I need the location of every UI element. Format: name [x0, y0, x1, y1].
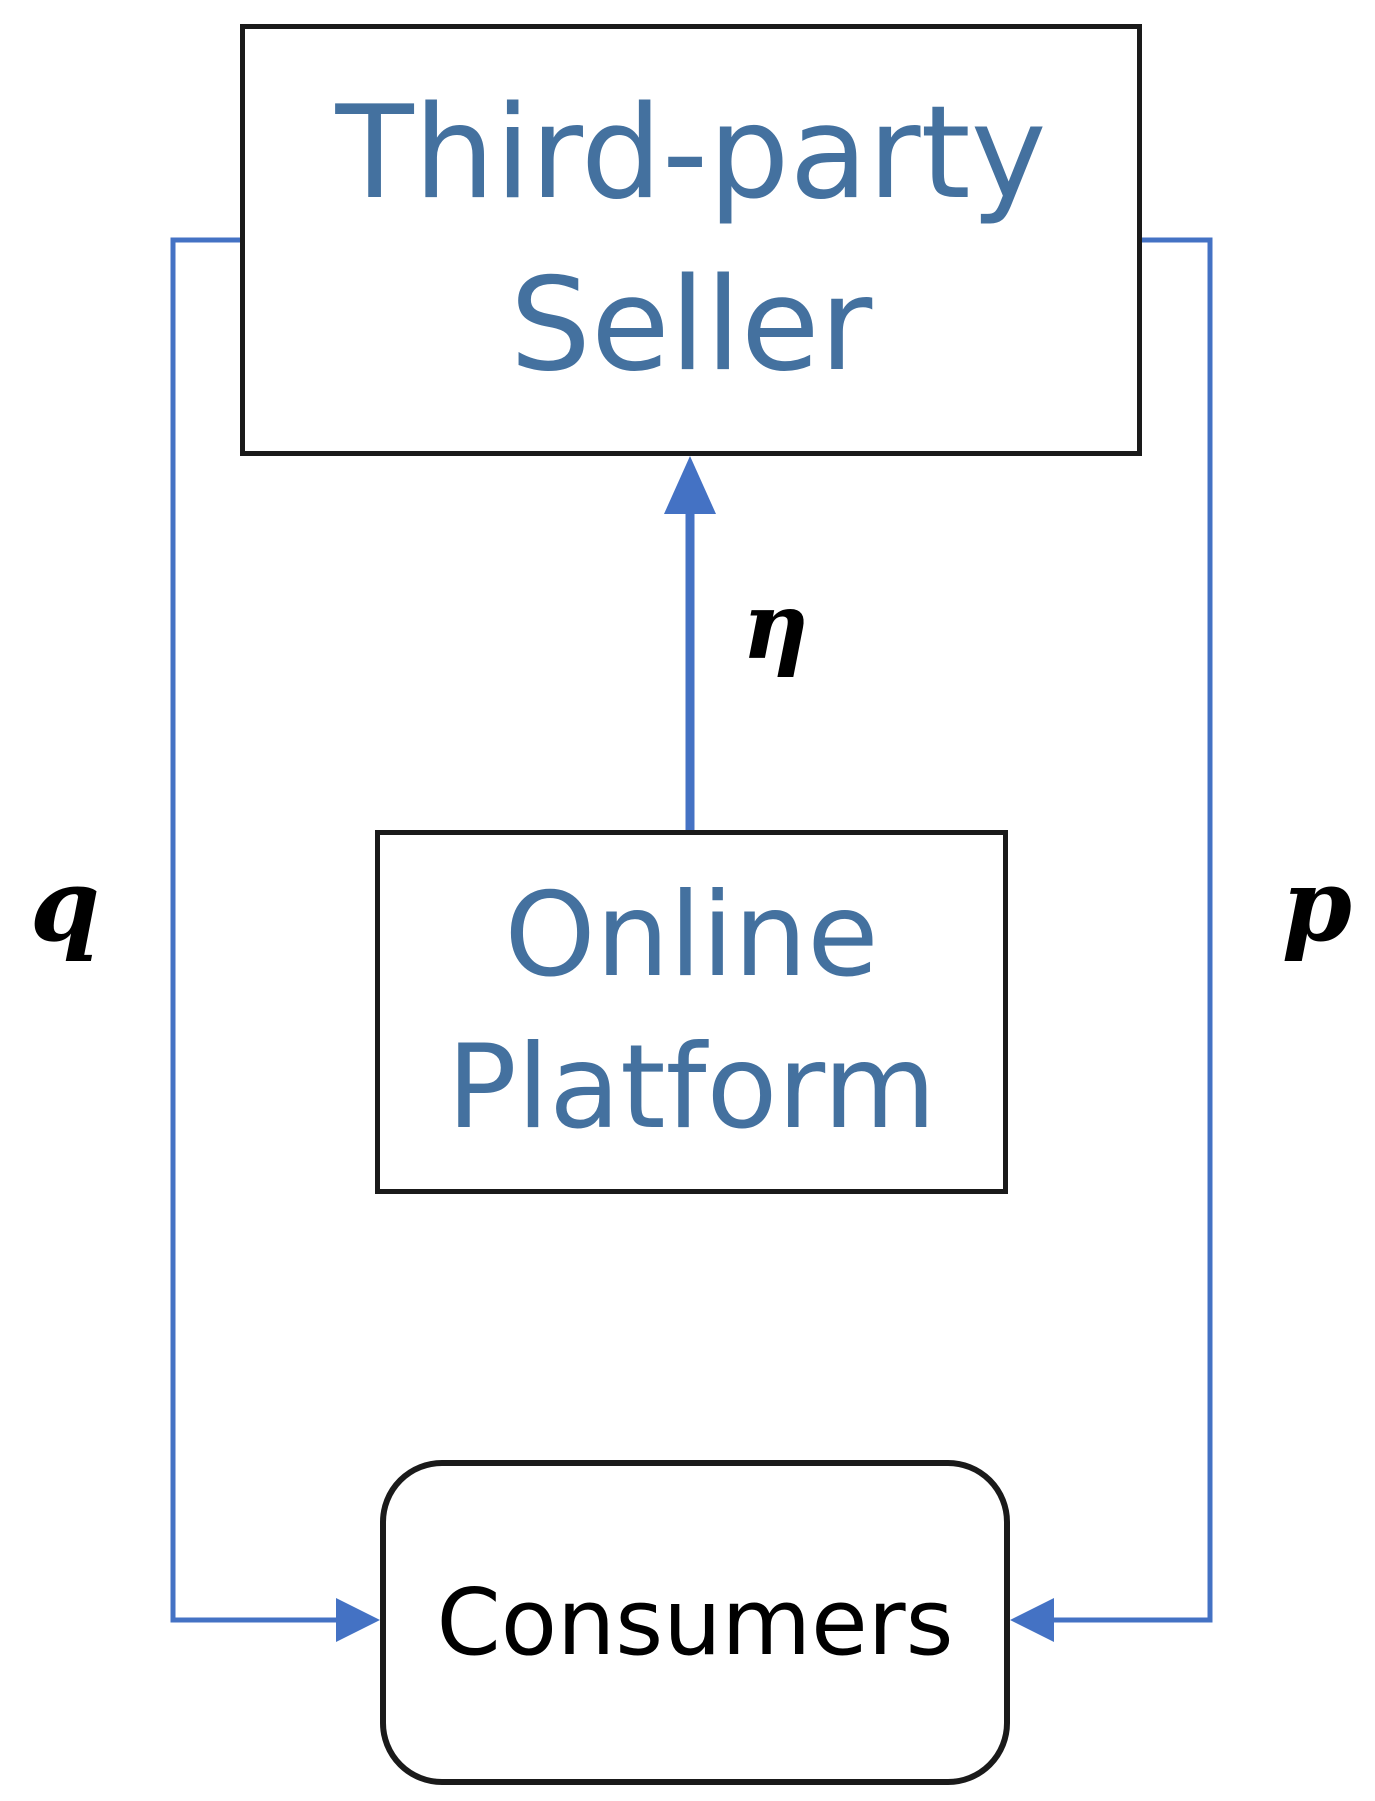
online-platform-node: Online Platform	[375, 830, 1008, 1194]
connector-p	[1050, 237, 1213, 1623]
third-party-seller-node: Third-party Seller	[240, 24, 1142, 456]
consumers-node: Consumers	[380, 1460, 1010, 1785]
arrowhead-p-icon	[1010, 1598, 1054, 1642]
seller-label-line2: Seller	[509, 251, 873, 400]
consumers-label: Consumers	[436, 1568, 954, 1676]
platform-label-line2: Platform	[446, 1020, 937, 1155]
connector-q	[170, 237, 340, 1623]
q-label: q	[30, 846, 100, 964]
arrowhead-eta-icon	[664, 456, 716, 514]
seller-label-line1: Third-party	[335, 79, 1047, 228]
eta-label: η	[742, 572, 809, 680]
arrowhead-q-icon	[336, 1598, 380, 1642]
platform-label-line1: Online	[504, 868, 879, 1003]
p-label: p	[1282, 846, 1352, 964]
